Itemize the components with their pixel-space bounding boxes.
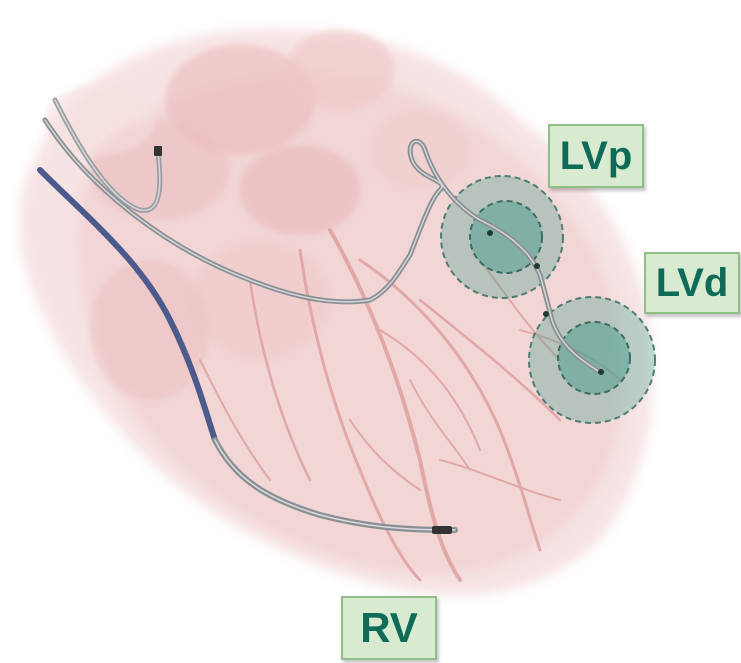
lvp-label: LVp [548, 124, 644, 188]
lvd-label: LVd [644, 252, 740, 314]
rv-label: RV [341, 596, 437, 660]
lvp-target-zone [441, 176, 563, 298]
